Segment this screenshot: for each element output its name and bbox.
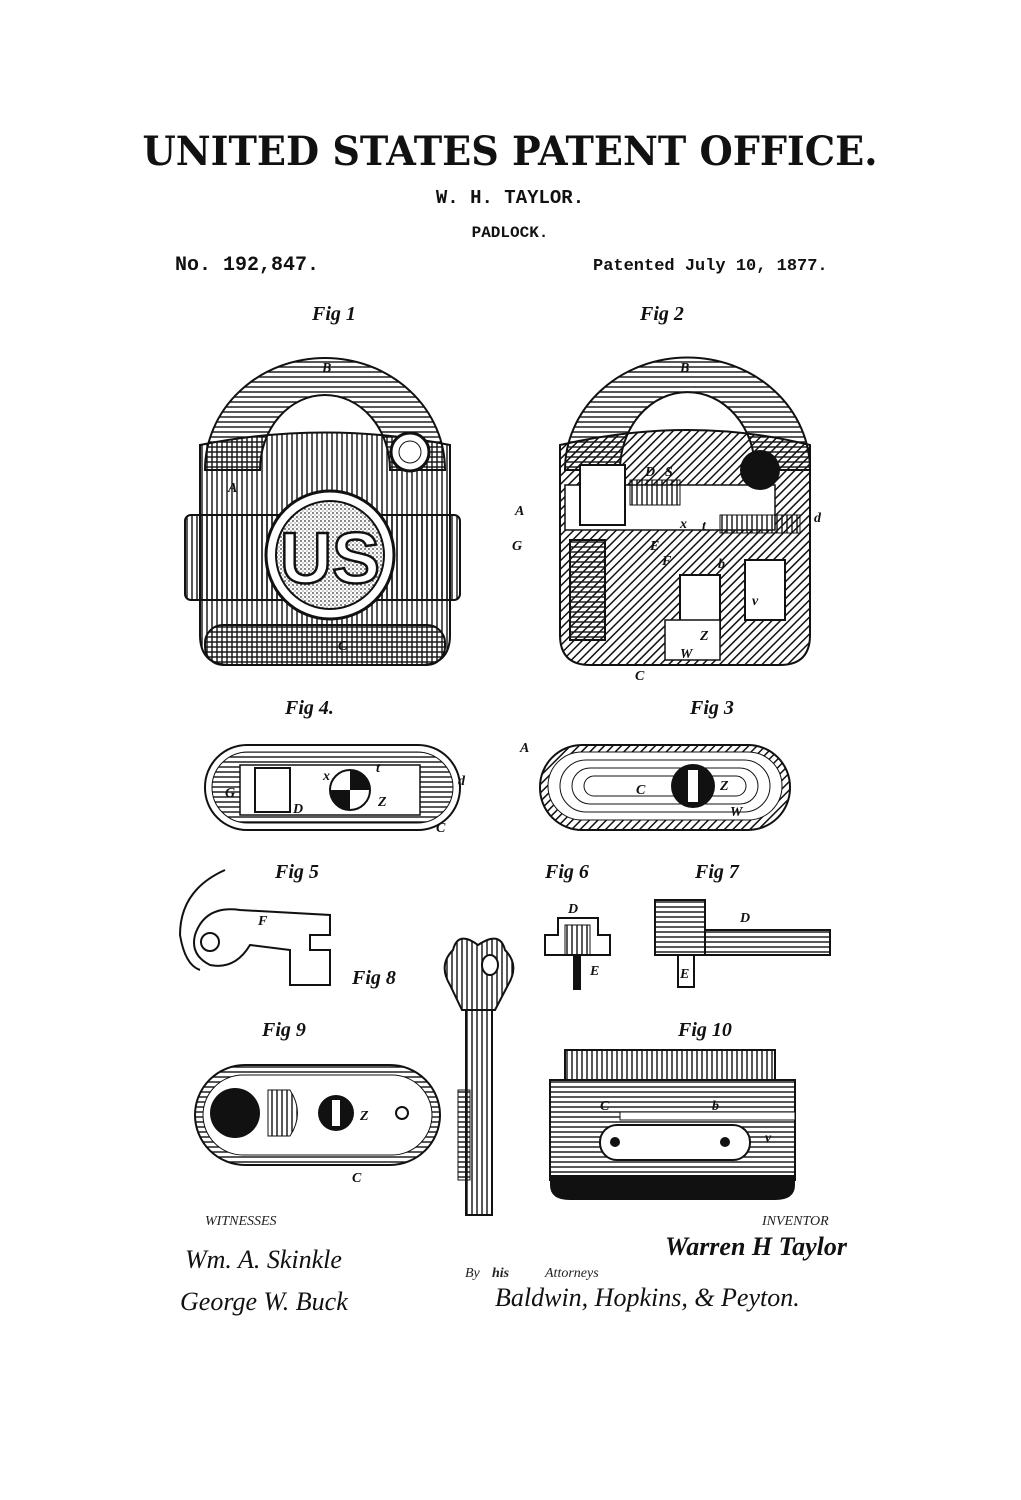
ref-t: t [376,761,381,776]
ref-c: C [338,639,348,654]
patent-date: Patented July 10, 1877. [593,257,828,276]
inventor-name: W. H. TAYLOR. [436,187,584,209]
patent-number: No. 192,847. [175,254,319,277]
fig1-padlock-front: US B A C [184,357,461,666]
fig8-label: Fig 8 [351,967,396,989]
fig4-label: Fig 4. [284,697,334,719]
ref-d: D [739,911,750,926]
fig7-part: D E [654,899,831,988]
ref-e: E [649,539,659,554]
fig5-label: Fig 5 [274,861,319,883]
fig2-padlock-section: B A G D S x t d E F b v Z W C [512,356,822,684]
ref-c: C [352,1171,362,1186]
ref-f: F [257,914,268,929]
fig3-label: Fig 3 [689,697,734,719]
ref-d-small: d [458,774,466,789]
ref-c: C [635,669,645,684]
ref-z: Z [359,1109,369,1124]
ref-d: D [567,902,578,917]
ref-b: B [679,361,689,376]
ref-a: A [519,741,529,756]
ref-d-small: d [814,511,822,526]
fig8-key [443,937,515,1216]
ref-t: t [702,519,707,534]
ref-s: S [665,465,673,480]
attorneys-label: Attorneys [544,1266,599,1281]
ref-c: C [636,783,646,798]
ref-v: v [765,1131,772,1146]
attorneys-signature: Baldwin, Hopkins, & Peyton. [495,1283,800,1312]
ref-g: G [512,539,522,554]
ref-a: A [514,504,524,519]
fig2-label: Fig 2 [639,303,684,325]
ref-e: E [589,964,599,979]
his-label: his [492,1266,510,1281]
fig4-plan-section: G D x t Z d C [204,744,466,836]
ref-z: Z [719,779,729,794]
ref-v: v [752,594,759,609]
ref-c: C [436,821,446,836]
ref-d: D [292,802,303,817]
ref-f: F [661,554,672,569]
inventor-signature: Warren H Taylor [665,1232,848,1261]
fig9-label: Fig 9 [261,1019,306,1041]
ref-a: A [227,481,237,496]
office-heading: UNITED STATES PATENT OFFICE. [143,128,878,175]
fig5-lever: F [178,869,331,986]
witness1-signature: Wm. A. Skinkle [185,1245,342,1274]
fig10-label: Fig 10 [677,1019,732,1041]
ref-b-small: b [712,1099,719,1114]
ref-x: x [679,517,687,532]
inventor-label: INVENTOR [761,1214,829,1229]
ref-b-small: b [718,557,725,572]
by-label: By [465,1266,481,1281]
witness2-signature: George W. Buck [180,1287,348,1316]
ref-g: G [225,786,235,801]
ref-d: D [644,465,655,480]
fig9-bottom-plate: Z C [194,1064,441,1186]
us-emblem: US [280,519,380,599]
fig6-label: Fig 6 [544,861,589,883]
ref-x: x [322,769,330,784]
fig10-section: C b v [549,1049,796,1200]
witnesses-label: WITNESSES [205,1214,277,1229]
ref-w: W [680,647,694,662]
ref-w: W [730,805,744,820]
ref-z: Z [699,629,709,644]
fig1-label: Fig 1 [311,303,356,325]
ref-c: C [600,1099,610,1114]
fig3-bottom-view: A C Z W [519,741,791,831]
ref-z: Z [377,795,387,810]
patent-title: PADLOCK. [472,224,549,242]
ref-b: B [321,361,331,376]
fig6-part: D E [544,902,611,990]
fig7-label: Fig 7 [694,861,740,883]
ref-e: E [679,967,689,982]
